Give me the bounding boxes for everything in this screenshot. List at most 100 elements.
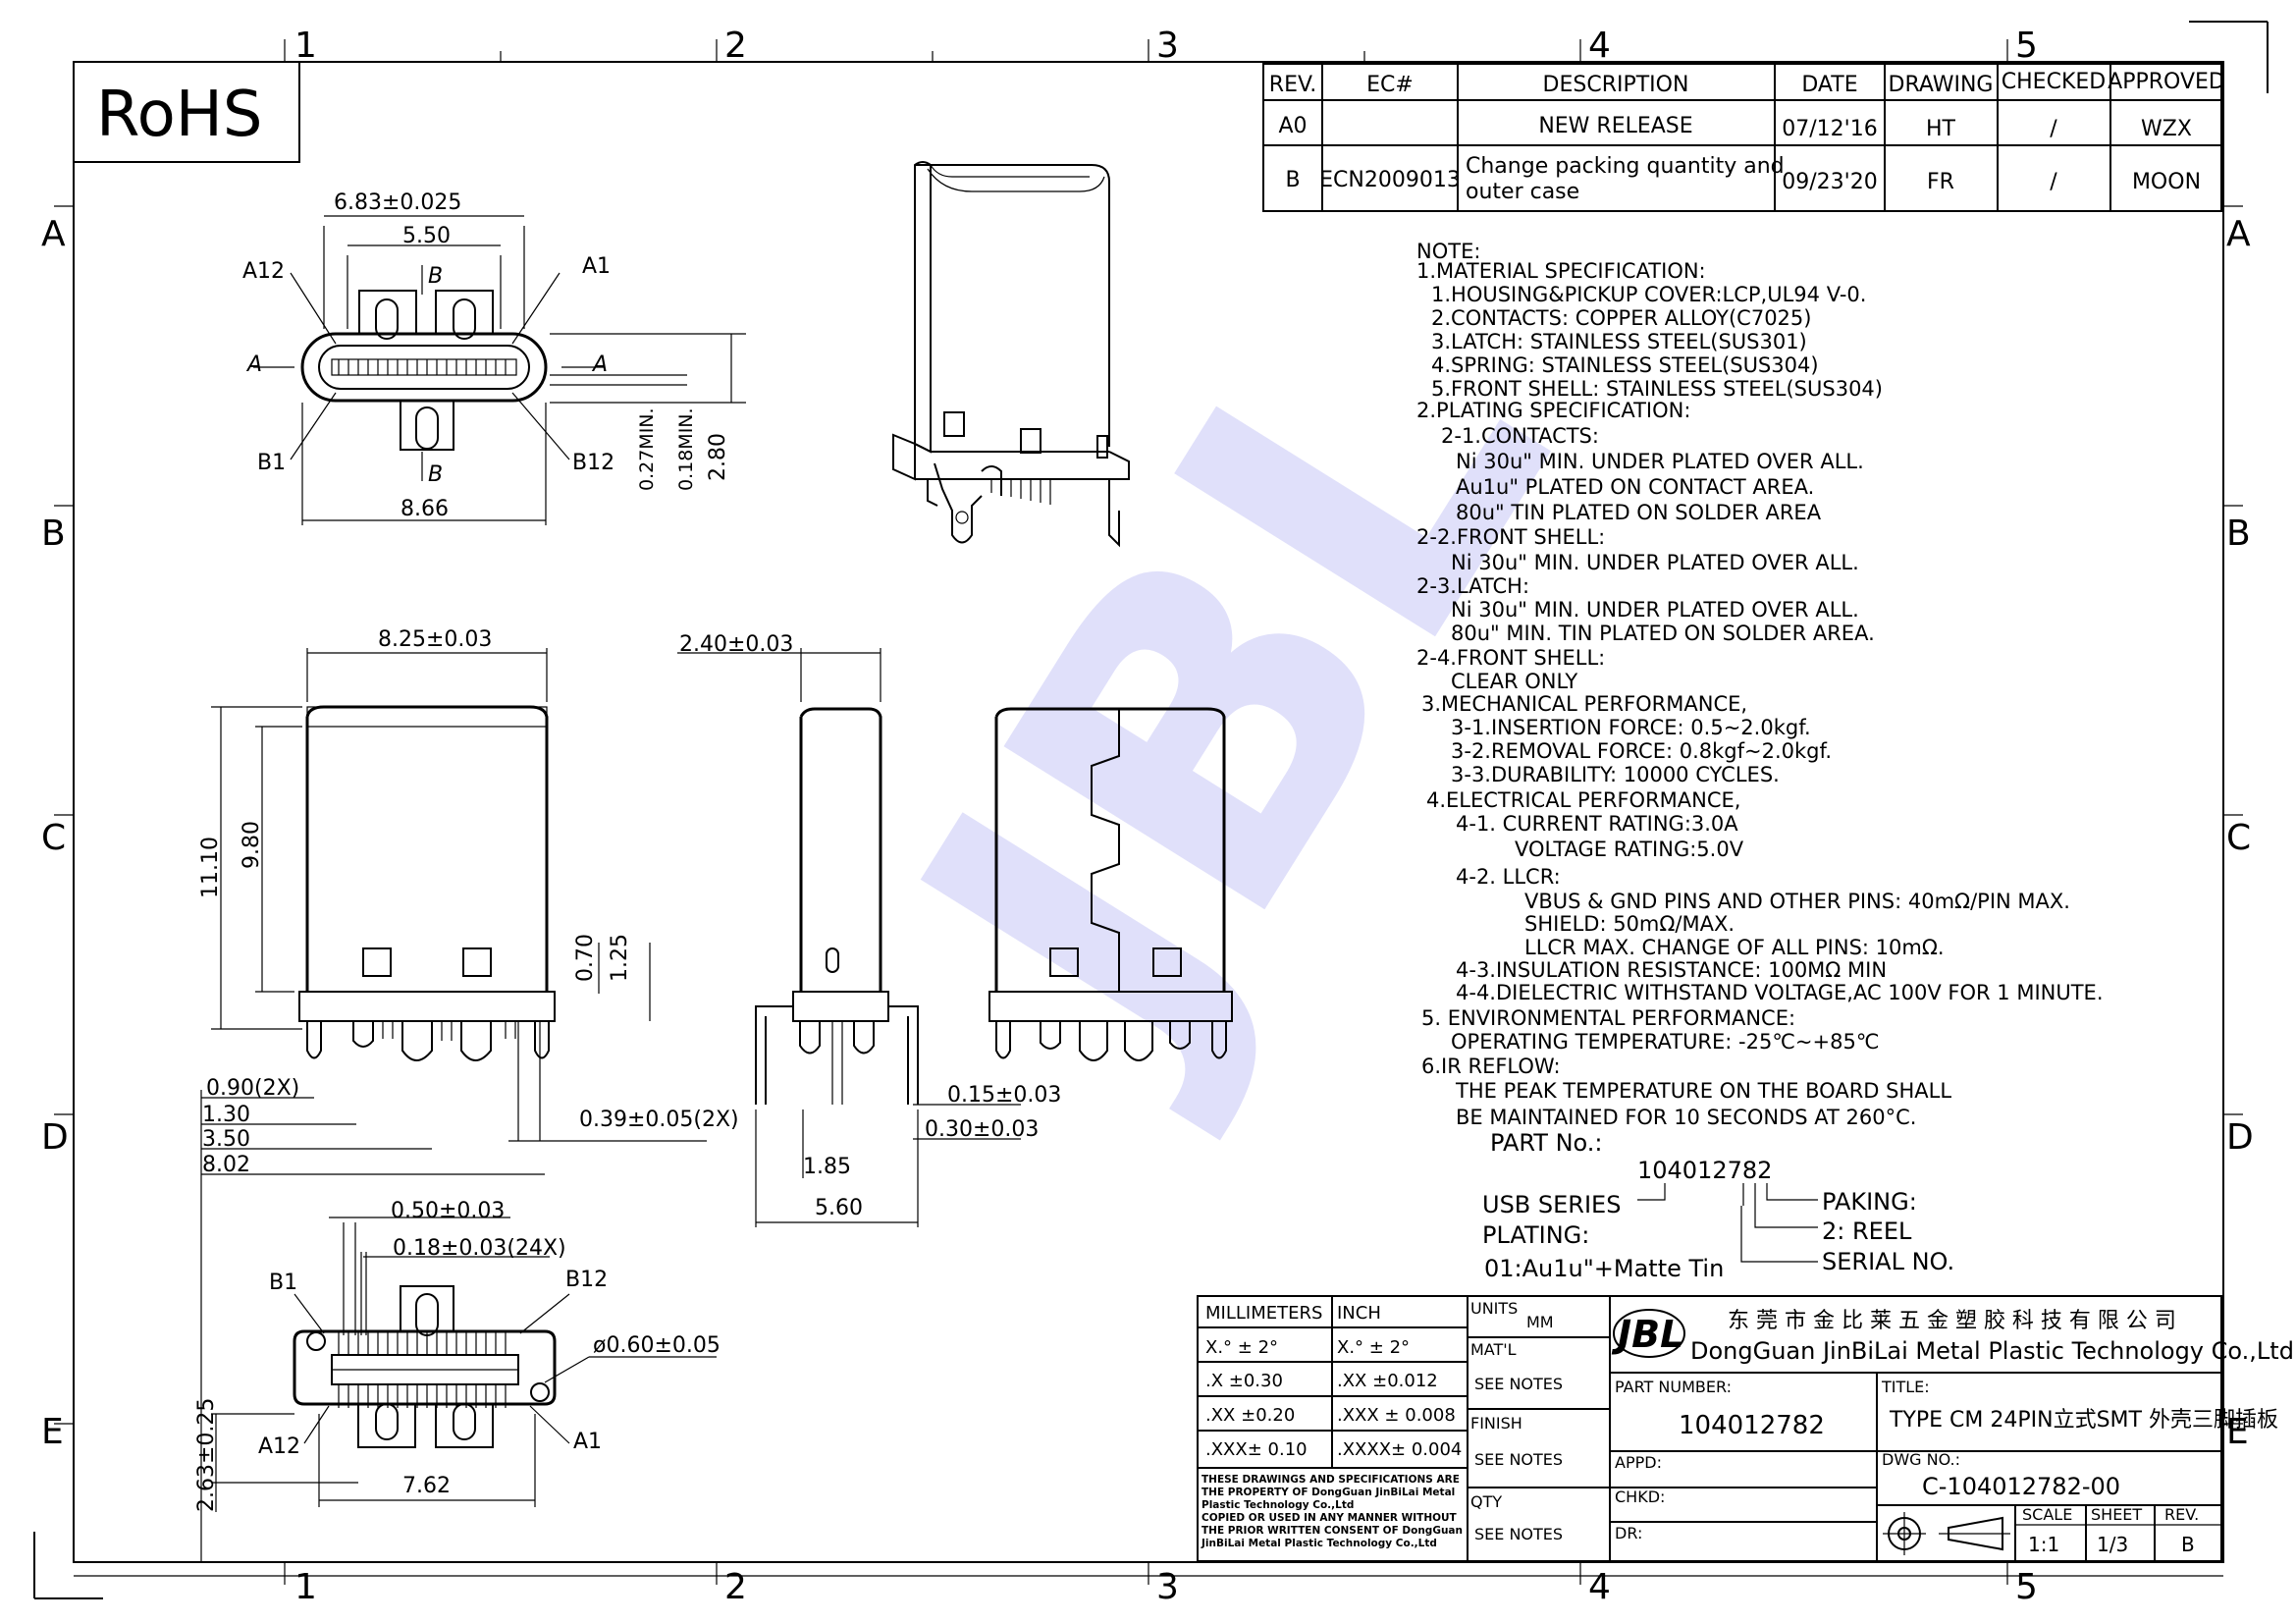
row-label: C xyxy=(2226,818,2251,858)
note-line: VBUS & GND PINS AND OTHER PINS: 40mΩ/PIN… xyxy=(1524,890,2070,913)
part-label: B12 xyxy=(572,451,614,475)
note-line: 3-2.REMOVAL FORCE: 0.8kgf~2.0kgf. xyxy=(1451,739,1832,763)
rev-cell: / xyxy=(2050,117,2057,141)
col-label: 1 xyxy=(294,26,317,66)
note-line: NOTE: xyxy=(1416,240,1480,263)
note-line: Ni 30u" MIN. UNDER PLATED OVER ALL. xyxy=(1451,598,1859,622)
plating-label: PLATING: xyxy=(1482,1221,1589,1249)
dimension-label: 8.02 xyxy=(202,1153,250,1177)
note-line: 4-1. CURRENT RATING:3.0A xyxy=(1456,812,1738,836)
row-label: C xyxy=(41,818,66,858)
rev-cell: FR xyxy=(1927,170,1954,194)
title-block: UNITS MM MAT'L SEE NOTES FINISH SEE NOTE… xyxy=(1467,1295,2294,1562)
dimension-label: ø0.60±0.05 xyxy=(593,1333,721,1358)
rev-header: CHECKED xyxy=(2002,70,2106,94)
note-line: VOLTAGE RATING:5.0V xyxy=(1515,838,1744,861)
rev-header: APPROVED xyxy=(2108,70,2225,94)
tol-cell: X.° ± 2° xyxy=(1337,1337,1410,1358)
tol-header: MILLIMETERS xyxy=(1205,1303,1322,1324)
row-labels-right: A B C D E xyxy=(2226,214,2254,1452)
part-label: A12 xyxy=(258,1434,300,1459)
finish-value: SEE NOTES xyxy=(1474,1450,1563,1469)
dimension-label: 1.30 xyxy=(202,1103,250,1127)
finish-label: FINISH xyxy=(1470,1414,1522,1433)
note-line: 2-1.CONTACTS: xyxy=(1441,424,1599,448)
tol-cell: .XXX± 0.10 xyxy=(1205,1439,1308,1460)
rev-cell: WZX xyxy=(2141,117,2192,141)
row-label: E xyxy=(2226,1412,2249,1452)
row-label: B xyxy=(41,514,66,554)
column-labels-bottom: 1 2 3 4 5 xyxy=(294,1567,2038,1607)
note-line: SHIELD: 50mΩ/MAX. xyxy=(1524,912,1735,936)
rev-cell: ECN2009013 xyxy=(1319,168,1461,192)
paking-label: PAKING: xyxy=(1822,1188,1917,1216)
col-label: 3 xyxy=(1156,1567,1179,1607)
dimension-label: 0.90(2X) xyxy=(206,1076,299,1101)
projection-symbol xyxy=(1883,1512,2010,1555)
note-line: CLEAR ONLY xyxy=(1451,670,1577,693)
front-view: 8.25±0.03 11.10 9.80 0.70 1.25 0.90(2X) … xyxy=(198,627,739,1561)
dimension-label: 0.50±0.03 xyxy=(391,1199,505,1223)
row-labels-left: A B C D E xyxy=(41,214,69,1452)
rev-header: DESCRIPTION xyxy=(1543,73,1689,97)
drawing-title: TYPE CM 24PIN立式SMT 外壳三脚插板 xyxy=(1889,1408,2278,1433)
dimension-label: 9.80 xyxy=(240,821,264,869)
note-line: 2.CONTACTS: COPPER ALLOY(C7025) xyxy=(1431,306,1811,330)
part-label: B12 xyxy=(565,1268,608,1292)
dimension-label: 5.60 xyxy=(815,1196,863,1220)
dimension-label: 0.27MIN. xyxy=(636,407,658,491)
dimension-label: 1.85 xyxy=(803,1155,851,1179)
col-label: 1 xyxy=(294,1567,317,1607)
dimension-label: 8.25±0.03 xyxy=(378,627,492,652)
title-label: TITLE: xyxy=(1881,1378,1930,1396)
tol-cell: .X ±0.30 xyxy=(1205,1371,1283,1391)
note-line: 3-1.INSERTION FORCE: 0.5~2.0kgf. xyxy=(1451,716,1811,739)
dwg-no-value: C-104012782-00 xyxy=(1922,1473,2120,1500)
note-line: OPERATING TEMPERATURE: -25℃~+85℃ xyxy=(1451,1030,1879,1054)
col-label: 4 xyxy=(1588,26,1611,66)
dimension-label: 2.40±0.03 xyxy=(679,632,793,657)
note-line: Ni 30u" MIN. UNDER PLATED OVER ALL. xyxy=(1451,551,1859,574)
dimension-label: 0.18±0.03(24X) xyxy=(393,1236,566,1261)
note-line: 4-3.INSULATION RESISTANCE: 100MΩ MIN xyxy=(1456,958,1887,982)
row-label: D xyxy=(41,1117,69,1158)
row-label: A xyxy=(41,214,66,254)
rev-label: REV. xyxy=(2164,1505,2199,1524)
rev-header: DATE xyxy=(1801,73,1857,97)
disclaimer-line: JinBiLai Metal Plastic Technology Co.,Lt… xyxy=(1201,1538,1437,1549)
dimension-label: 8.66 xyxy=(400,497,449,521)
column-labels-top: 1 2 3 4 5 xyxy=(294,26,2038,66)
chkd-label: CHKD: xyxy=(1615,1488,1665,1506)
note-line: Ni 30u" MIN. UNDER PLATED OVER ALL. xyxy=(1456,450,1864,473)
note-line: 3-3.DURABILITY: 10000 CYCLES. xyxy=(1451,763,1780,786)
sheet-value: 1/3 xyxy=(2097,1533,2128,1556)
company-name-en: DongGuan JinBiLai Metal Plastic Technolo… xyxy=(1690,1337,2294,1365)
note-line: 80u" MIN. TIN PLATED ON SOLDER AREA. xyxy=(1451,622,1875,645)
rev-description-line: outer case xyxy=(1466,180,1579,204)
rohs-box xyxy=(73,61,300,163)
note-line: THE PEAK TEMPERATURE ON THE BOARD SHALL xyxy=(1455,1079,1951,1103)
note-line: BE MAINTAINED FOR 10 SECONDS AT 260°C. xyxy=(1456,1106,1916,1129)
company-logo-text: JBL xyxy=(1611,1313,1683,1356)
note-line: 2-4.FRONT SHELL: xyxy=(1416,646,1605,670)
part-label: A1 xyxy=(582,254,611,279)
note-line: 4.ELECTRICAL PERFORMANCE, xyxy=(1426,788,1740,812)
rev-cell: B xyxy=(1285,168,1300,192)
dimension-label: 7.62 xyxy=(402,1474,451,1498)
rev-cell: NEW RELEASE xyxy=(1538,114,1692,138)
part-label: B1 xyxy=(269,1271,297,1295)
row-label: A xyxy=(2226,214,2251,254)
usb-series-label: USB SERIES xyxy=(1482,1191,1621,1218)
serial-label: SERIAL NO. xyxy=(1822,1248,1954,1275)
col-label: 2 xyxy=(724,26,747,66)
sheet-border xyxy=(33,21,2269,1599)
part-number-label: PART NUMBER: xyxy=(1615,1378,1732,1396)
note-line: 4-4.DIELECTRIC WITHSTAND VOLTAGE,AC 100V… xyxy=(1456,981,2104,1004)
part-number-code: 104012782 xyxy=(1637,1157,1772,1184)
notes-block: NOTE:1.MATERIAL SPECIFICATION:1.HOUSING&… xyxy=(1416,240,2104,1157)
dimension-label: 3.50 xyxy=(202,1127,250,1152)
disclaimer-line: THE PROPERTY OF DongGuan JinBiLai Metal xyxy=(1201,1487,1455,1498)
part-number-value: 104012782 xyxy=(1679,1411,1825,1440)
qty-label: QTY xyxy=(1470,1492,1502,1511)
col-label: 4 xyxy=(1588,1567,1611,1607)
